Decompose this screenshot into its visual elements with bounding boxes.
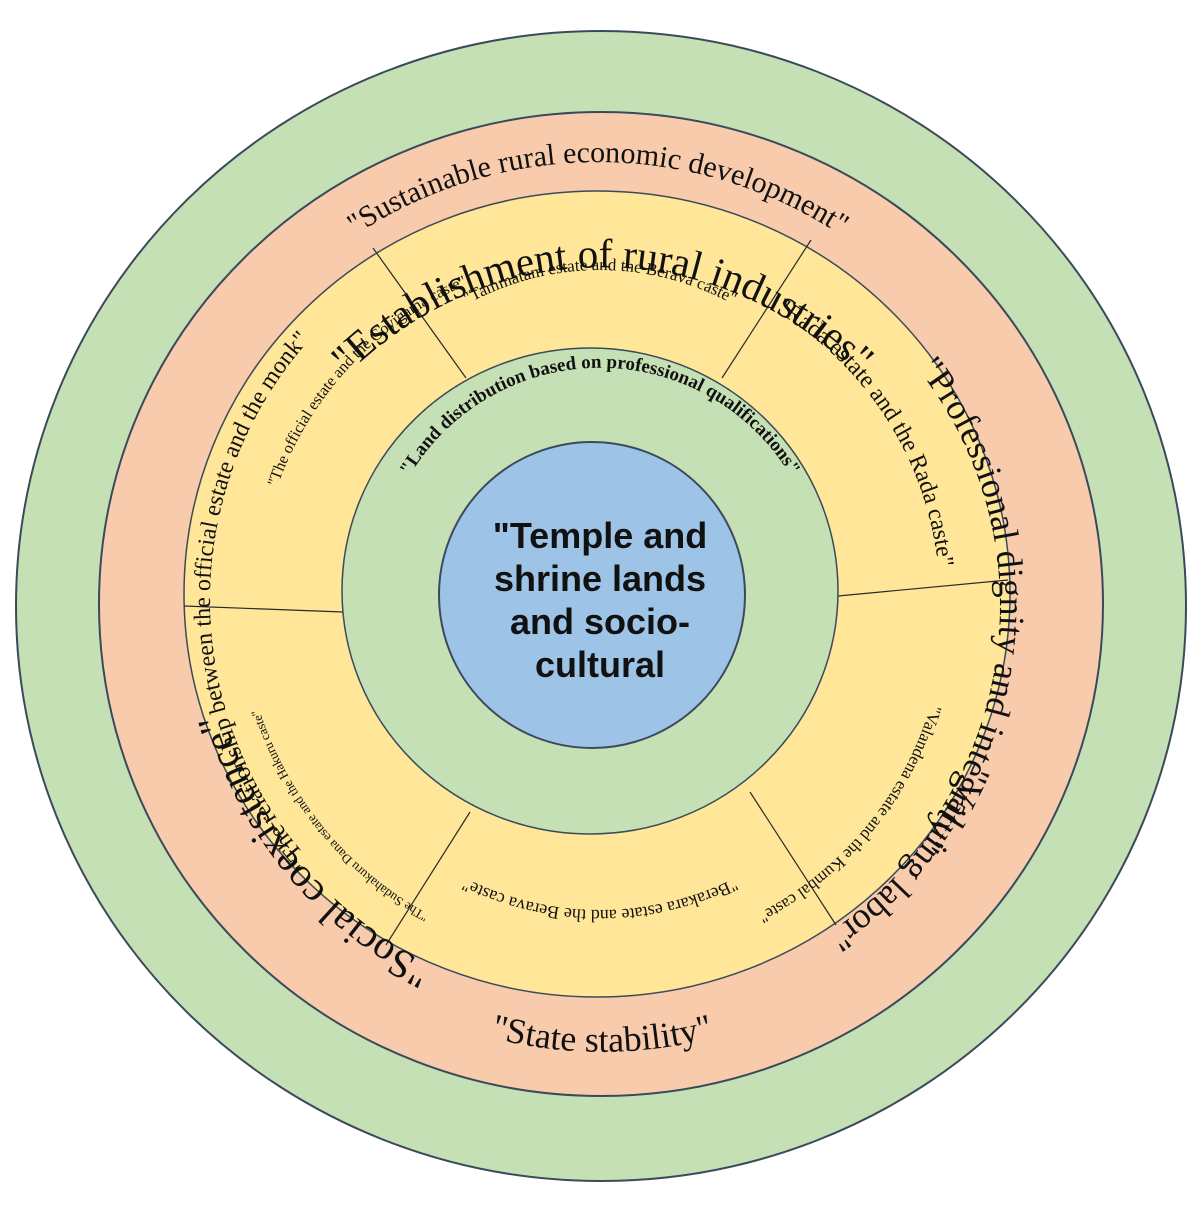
divider-bottom-right	[749, 791, 837, 926]
center-circle	[438, 441, 746, 749]
divider-top-right	[721, 239, 812, 379]
divider-top-left	[372, 247, 467, 379]
divider-right	[837, 579, 1009, 597]
divider-left	[183, 605, 344, 613]
yellow-ring-dividers	[183, 239, 1009, 946]
divider-bottom-left	[385, 811, 471, 946]
